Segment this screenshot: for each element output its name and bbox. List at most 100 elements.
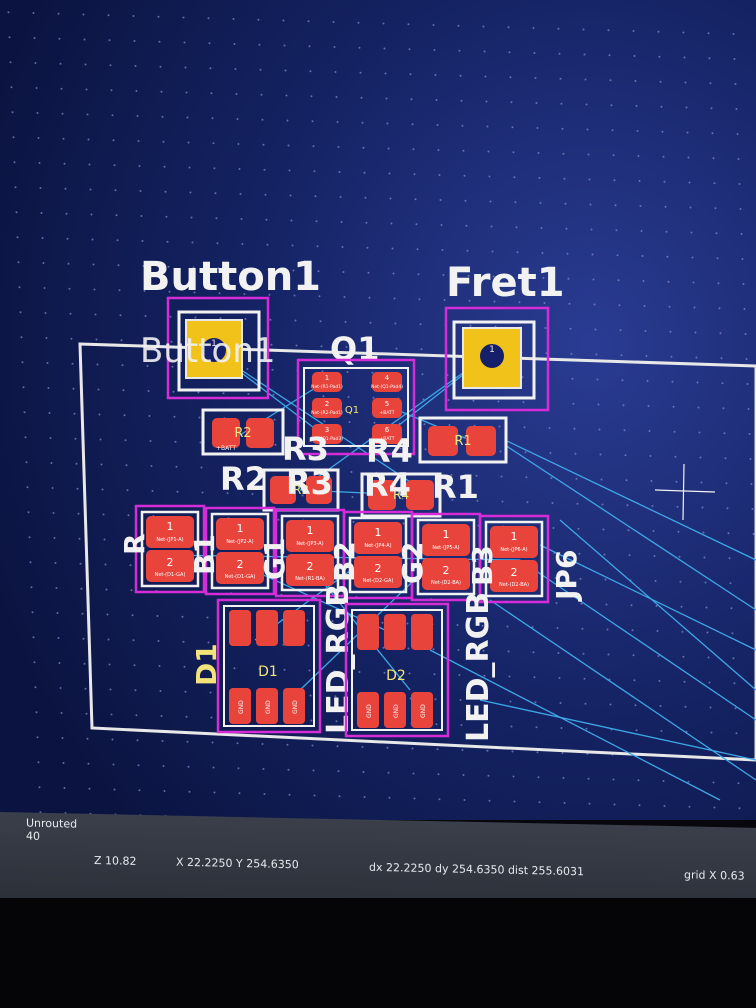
jumper-pad-a[interactable]	[146, 516, 194, 548]
grid-dot	[83, 38, 86, 41]
fret1-footprint[interactable]: 1 Fret1	[444, 260, 565, 412]
q1-pad-net: +BATT	[379, 410, 394, 416]
grid-dot	[135, 714, 138, 717]
grid-dot	[7, 11, 10, 14]
d1-fab-label: D1	[258, 664, 278, 680]
grid-dot	[265, 218, 268, 221]
d2-pad-bottom[interactable]	[411, 692, 433, 728]
r3-pad-2[interactable]	[306, 476, 332, 504]
d1-pad-top[interactable]	[256, 610, 278, 646]
r1-footprint[interactable]: R1	[418, 416, 508, 464]
grid-dot	[703, 556, 706, 559]
button1-footprint[interactable]: 1 Button1 Button1	[140, 254, 321, 400]
grid-dot	[558, 52, 561, 55]
r1-pad-1[interactable]	[428, 426, 458, 456]
grid-dot	[331, 620, 334, 623]
grid-dot	[525, 476, 528, 479]
grid-dot	[11, 111, 14, 114]
d1-pad-bottom[interactable]	[256, 688, 278, 724]
grid-dot	[642, 279, 645, 282]
d2-pad-top[interactable]	[384, 614, 406, 650]
grid-dot	[663, 180, 666, 183]
grid-dot	[420, 348, 423, 351]
q1-pad[interactable]	[372, 398, 402, 418]
r2-pad-2[interactable]	[246, 418, 274, 448]
jumper-pad-b[interactable]	[286, 554, 334, 586]
jumper-pad-b[interactable]	[216, 552, 264, 584]
r4-footprint[interactable]: R4	[360, 472, 442, 518]
d1-pad-bottom[interactable]	[229, 688, 251, 724]
jumper-pad-a-net: Net-(JP5-A)	[432, 545, 459, 551]
r3-footprint[interactable]: R3	[262, 468, 340, 512]
d1-pad-bottom[interactable]	[283, 688, 305, 724]
d1-pad-top[interactable]	[229, 610, 251, 646]
r1-pad-2[interactable]	[466, 426, 496, 456]
grid-dot	[261, 742, 264, 745]
q1-pad[interactable]	[312, 398, 342, 418]
jumper-pad-a[interactable]	[422, 524, 470, 556]
grid-dot	[42, 261, 45, 264]
grid-dot	[78, 537, 81, 540]
grid-dot	[308, 45, 311, 48]
grid-dot	[286, 743, 289, 746]
q1-pad[interactable]	[372, 372, 402, 392]
grid-dot	[712, 157, 715, 160]
grid-dot	[138, 789, 141, 792]
grid-dot	[535, 101, 538, 104]
r3-pad-1[interactable]	[270, 476, 296, 504]
grid-dot	[532, 26, 535, 29]
grid-dot	[511, 750, 514, 753]
grid-dot	[689, 206, 692, 209]
r2-footprint[interactable]: R2 +BATT	[201, 408, 285, 456]
jumper-pad-b[interactable]	[422, 558, 470, 590]
grid-dot	[481, 624, 484, 627]
grid-dot	[683, 56, 686, 59]
grid-dot	[602, 528, 605, 531]
grid-dot	[414, 198, 417, 201]
d1-pad-top[interactable]	[283, 610, 305, 646]
r4-pad-2[interactable]	[406, 480, 434, 510]
grid-dot	[290, 219, 293, 222]
jumper-pad-a[interactable]	[354, 522, 402, 554]
jumper-pad-a[interactable]	[286, 520, 334, 552]
grid-dot	[663, 804, 666, 807]
overlap-label: R3	[286, 464, 333, 502]
fret1-silk-outline	[452, 320, 536, 400]
q1-fab-label: Q1	[345, 405, 359, 416]
grid-dot	[632, 29, 635, 32]
grid-dot	[214, 192, 217, 195]
q1-pad[interactable]	[312, 424, 342, 444]
grid-dot	[464, 199, 467, 202]
q1-pad[interactable]	[312, 372, 342, 392]
d2-pad-bottom[interactable]	[384, 692, 406, 728]
grid-dot	[588, 178, 591, 181]
d2-pad-top[interactable]	[411, 614, 433, 650]
jumper-pad-b[interactable]	[146, 550, 194, 582]
d2-pad-top[interactable]	[357, 614, 379, 650]
jumper-row: 1Net-(JP1-A)2Net-(D1-GA)1Net-(JP2-A)2Net…	[134, 504, 550, 604]
grid-dot	[438, 798, 441, 801]
grid-dot	[658, 55, 661, 58]
jumper-pad-b[interactable]	[354, 556, 402, 588]
jumper-pad-a[interactable]	[490, 526, 538, 558]
grid-dot	[509, 700, 512, 703]
r4-pad-1[interactable]	[368, 480, 396, 510]
q1-pad[interactable]	[372, 424, 402, 444]
grid-dot	[578, 552, 581, 555]
grid-dot	[601, 503, 604, 506]
jumper-pad-b[interactable]	[490, 560, 538, 592]
r2-pad-1[interactable]	[212, 418, 240, 448]
grid-dot	[698, 431, 701, 434]
d2-pad-bottom[interactable]	[357, 692, 379, 728]
jumper-pad-a[interactable]	[216, 518, 264, 550]
q1-footprint[interactable]: Q1 1Net-(R1-Pad1)2Net-(R2-Pad1)3Net-(Q1-…	[296, 330, 416, 456]
